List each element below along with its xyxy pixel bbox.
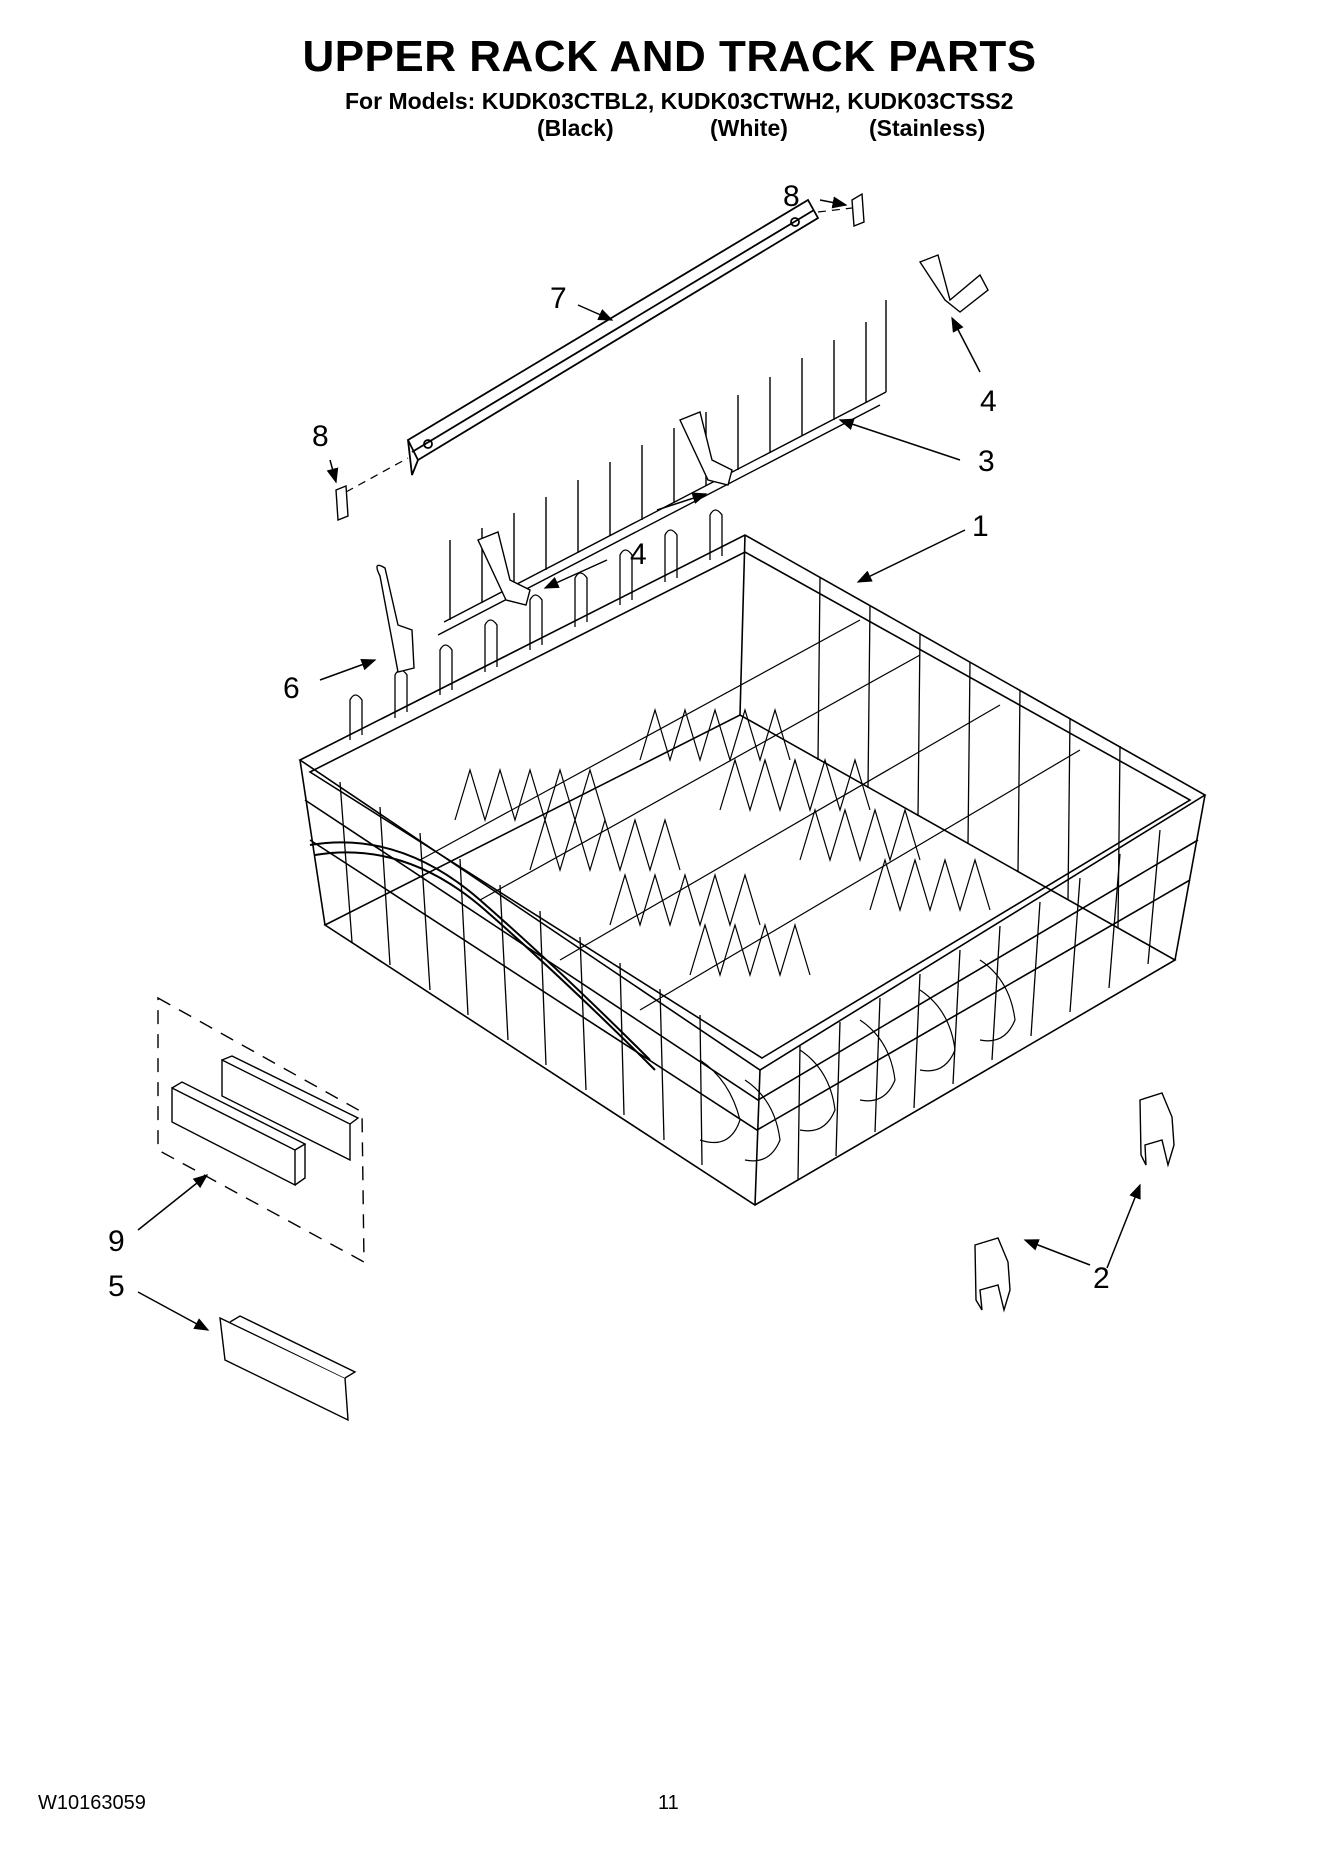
callout-7: 7 [550,282,567,315]
upper-rack-basket [298,509,1207,1206]
callout-1: 1 [972,510,989,543]
track-bracket [219,1315,357,1422]
variant-black: (Black) [537,115,614,141]
page-number: 11 [658,1792,679,1814]
clip-standalone [918,254,989,313]
callout-5: 5 [108,1270,125,1303]
clip-lower [477,531,531,606]
callout-2: 2 [1093,1262,1110,1295]
callout-9: 9 [108,1225,125,1258]
clip-upper [679,411,733,486]
handle-assembly [157,996,365,1264]
callout-8-left: 8 [312,420,329,453]
top-rail [345,198,853,493]
variant-stainless: (Stainless) [869,115,986,141]
doc-number: W10163059 [38,1792,146,1814]
variant-white: (White) [710,115,788,141]
callout-3: 3 [978,445,995,478]
models-line: For Models: KUDK03CTBL2, KUDK03CTWH2, KU… [345,88,1014,114]
track-stop-left [974,1237,1011,1313]
end-cap-left [335,484,349,522]
end-cap-top [851,192,865,228]
clip-part6 [376,564,415,673]
callout-6: 6 [283,672,300,705]
track-stop-right [1139,1092,1175,1168]
callout-4-right: 4 [980,385,997,418]
page-title: UPPER RACK AND TRACK PARTS [302,32,1037,81]
leader-arrows [137,196,1141,1331]
callout-8-top: 8 [783,180,800,213]
callout-4-center: 4 [630,538,647,571]
